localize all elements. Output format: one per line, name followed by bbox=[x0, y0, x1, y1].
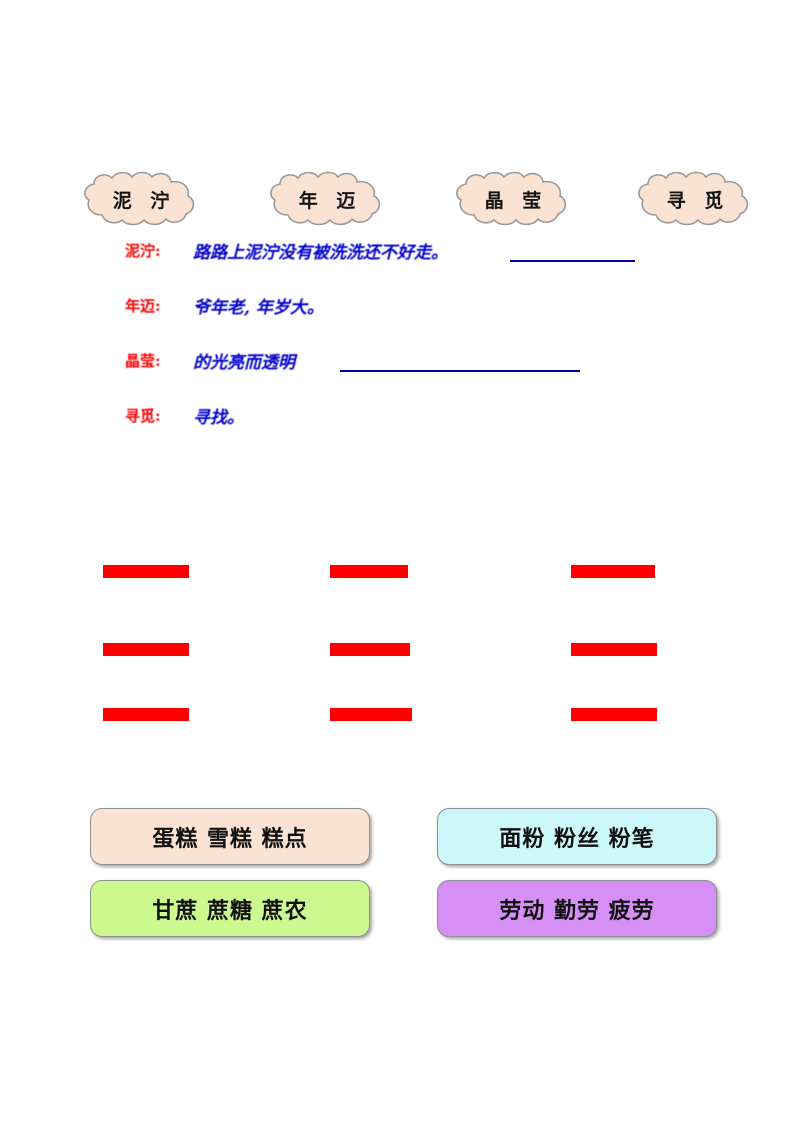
word-group-text: 面粉 粉丝 粉笔 bbox=[499, 825, 655, 852]
word-group-box-flour[interactable]: 面粉 粉丝 粉笔 bbox=[437, 808, 717, 865]
answer-line-1: 年迈: 爷年老, 年岁大。 bbox=[125, 293, 745, 348]
word-group-box-cake[interactable]: 蛋糕 雪糕 糕点 bbox=[90, 808, 370, 865]
vocabulary-cloud-2[interactable]: 晶 莹 bbox=[438, 170, 588, 228]
red-word-cell[interactable]: ▬▬▬▬▬▬ bbox=[571, 708, 657, 721]
vocabulary-cloud-label: 晶 莹 bbox=[484, 189, 548, 212]
answer-definition-text[interactable]: 寻找。 bbox=[193, 408, 244, 428]
answer-blank-rule bbox=[510, 260, 635, 262]
answer-line-3: 寻觅: 寻找。 bbox=[125, 403, 745, 458]
red-word-cell[interactable]: ▬▬▬▬▬▬ bbox=[571, 565, 655, 578]
cloud-shape-icon bbox=[638, 171, 749, 226]
red-word-cell[interactable]: ▬▬▬▬▬▬ bbox=[330, 708, 412, 721]
cloud-shape-icon bbox=[84, 171, 195, 226]
vocabulary-cloud-0[interactable]: 泥 泞 bbox=[66, 170, 216, 228]
word-group-text: 劳动 勤劳 疲劳 bbox=[499, 897, 655, 924]
answer-definition-text[interactable]: 路路上泥泞没有被洗洗还不好走。 bbox=[193, 243, 448, 263]
red-word-grid: ▬▬▬▬▬▬ ▬▬▬▬▬ ▬▬▬▬▬▬ ▬▬▬▬▬▬ ▬▬▬▬▬▬ ▬▬▬▬▬▬… bbox=[103, 565, 703, 725]
red-word-cell[interactable]: ▬▬▬▬▬▬ bbox=[103, 643, 189, 656]
word-group-text: 甘蔗 蔗糖 蔗农 bbox=[152, 897, 308, 924]
red-word-cell[interactable]: ▬▬▬▬▬▬ bbox=[330, 643, 410, 656]
answer-line-0: 泥泞: 路路上泥泞没有被洗洗还不好走。 bbox=[125, 238, 745, 293]
vocabulary-cloud-label: 寻 觅 bbox=[666, 189, 730, 212]
word-group-box-labor[interactable]: 劳动 勤劳 疲劳 bbox=[437, 880, 717, 937]
red-word-cell[interactable]: ▬▬▬▬▬ bbox=[330, 565, 408, 578]
cloud-shape-icon bbox=[456, 171, 567, 226]
vocabulary-cloud-row: 泥 泞 年 迈 晶 莹 寻 觅 bbox=[60, 170, 750, 232]
vocabulary-cloud-3[interactable]: 寻 觅 bbox=[620, 170, 770, 228]
answer-term-label: 寻觅: bbox=[125, 407, 161, 425]
word-group-box-sugarcane[interactable]: 甘蔗 蔗糖 蔗农 bbox=[90, 880, 370, 937]
answer-blank-rule bbox=[340, 370, 580, 372]
word-group-boxes-section: 蛋糕 雪糕 糕点 面粉 粉丝 粉笔 甘蔗 蔗糖 蔗农 劳动 勤劳 疲劳 bbox=[90, 808, 717, 943]
vocabulary-cloud-1[interactable]: 年 迈 bbox=[252, 170, 402, 228]
answer-term-label: 年迈: bbox=[125, 297, 161, 315]
answer-line-2: 晶莹: 的光亮而透明 bbox=[125, 348, 745, 403]
cloud-shape-icon bbox=[270, 171, 381, 226]
red-word-cell[interactable]: ▬▬▬▬▬▬ bbox=[103, 565, 189, 578]
red-word-cell[interactable]: ▬▬▬▬▬▬ bbox=[103, 708, 189, 721]
vocabulary-cloud-label: 泥 泞 bbox=[112, 189, 176, 212]
answer-definition-text[interactable]: 爷年老, 年岁大。 bbox=[193, 298, 324, 318]
answer-term-label: 晶莹: bbox=[125, 352, 161, 370]
word-group-text: 蛋糕 雪糕 糕点 bbox=[152, 825, 308, 852]
answer-lines-section: 泥泞: 路路上泥泞没有被洗洗还不好走。 年迈: 爷年老, 年岁大。 晶莹: 的光… bbox=[125, 238, 745, 458]
answer-term-label: 泥泞: bbox=[125, 242, 161, 260]
vocabulary-cloud-label: 年 迈 bbox=[298, 189, 362, 212]
red-word-cell[interactable]: ▬▬▬▬▬▬ bbox=[571, 643, 657, 656]
answer-definition-text[interactable]: 的光亮而透明 bbox=[193, 353, 295, 373]
